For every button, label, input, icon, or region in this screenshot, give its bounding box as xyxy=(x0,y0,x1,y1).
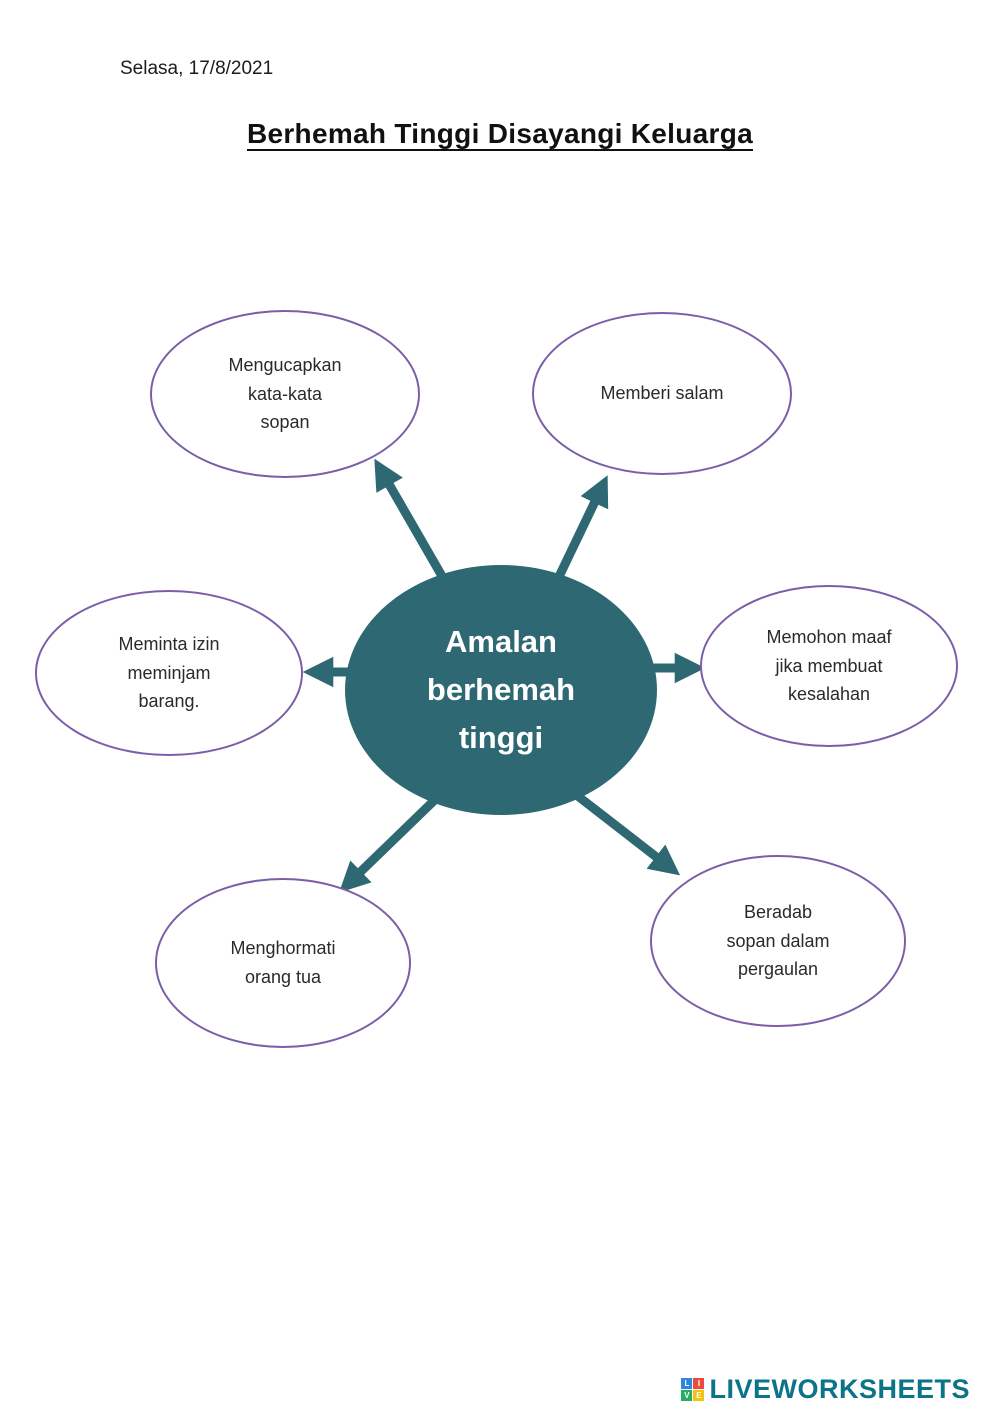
arrow-to-bottom-left xyxy=(339,786,449,893)
node-label: Menghormati orang tua xyxy=(230,938,336,987)
node-memberi-salam: Memberi salam xyxy=(532,312,792,475)
date-text: Selasa, 17/8/2021 xyxy=(120,58,274,79)
logo-square-e: E xyxy=(693,1390,705,1401)
arrow-to-top-left xyxy=(374,458,454,593)
liveworksheets-logo-icon: L I V E xyxy=(681,1378,705,1401)
logo-square-v: V xyxy=(681,1390,693,1401)
node-label: Memberi salam xyxy=(600,383,724,404)
node-beradab-sopan: Beradab sopan dalam pergaulan xyxy=(650,855,906,1027)
center-node-label: Amalan berhemah tinggi xyxy=(426,623,576,756)
brand-name: LIVEWORKSHEETS xyxy=(709,1374,970,1404)
node-memohon-maaf: Memohon maaf jika membuat kesalahan xyxy=(700,585,958,747)
node-mengucapkan-kata-kata-sopan: Mengucapkan kata-kata sopan xyxy=(150,310,420,478)
arrow-to-bottom-right xyxy=(567,786,681,876)
node-meminta-izin: Meminta izin meminjam barang. xyxy=(35,590,303,756)
node-label: Meminta izin meminjam barang. xyxy=(118,633,220,712)
logo-square-i: I xyxy=(693,1378,705,1389)
arrow-to-top-right xyxy=(550,475,609,587)
logo-square-l: L xyxy=(681,1378,693,1389)
node-menghormati-orang-tua: Menghormati orang tua xyxy=(155,878,411,1048)
node-label: Beradab sopan dalam pergaulan xyxy=(726,901,830,980)
page-title: Berhemah Tinggi Disayangi Keluarga xyxy=(246,118,754,149)
center-node: Amalan berhemah tinggi xyxy=(345,565,657,815)
node-label: Memohon maaf jika membuat kesalahan xyxy=(766,626,892,705)
brand-footer: L I V E LIVEWORKSHEETS xyxy=(681,1374,970,1405)
node-label: Mengucapkan kata-kata sopan xyxy=(228,354,342,433)
